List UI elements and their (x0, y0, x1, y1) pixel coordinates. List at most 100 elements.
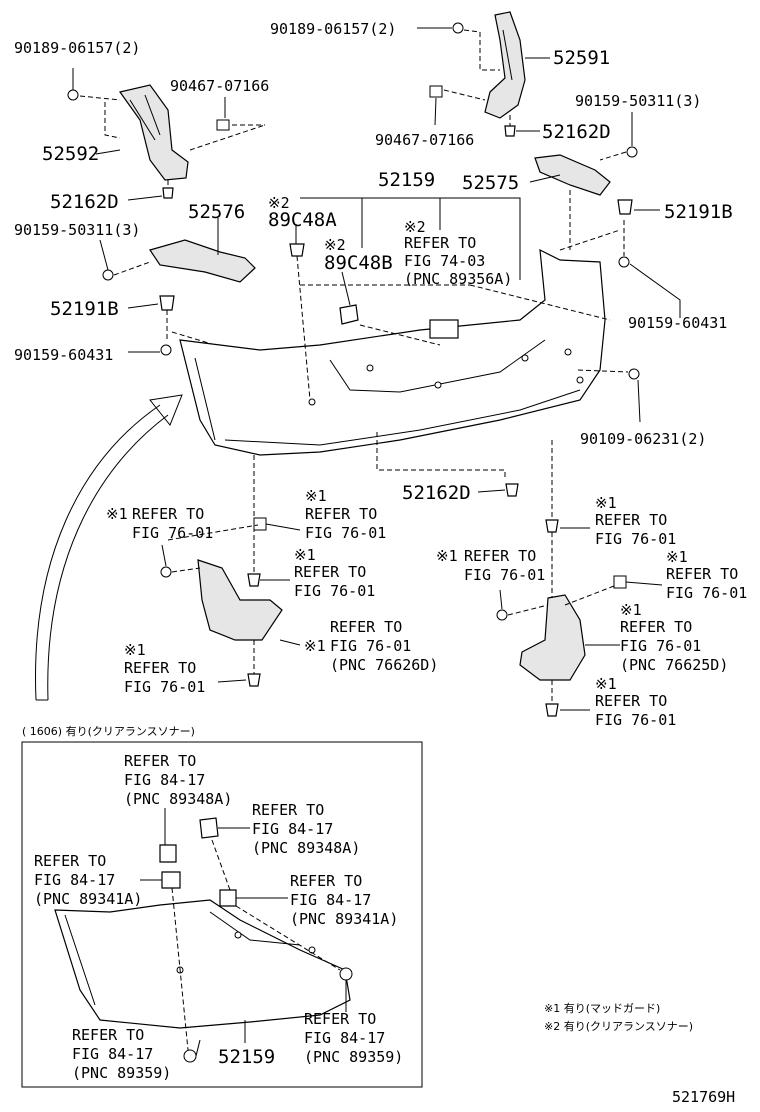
label-52575: 52575 (462, 172, 519, 194)
diagram-id: 521769H (672, 1088, 735, 1106)
inset-sensor-e (183, 1049, 197, 1063)
mudguard-right (519, 594, 586, 681)
inset-ref-a-l1: REFER TO (124, 752, 196, 770)
inset-ref-b-l1: REFER TO (252, 801, 324, 819)
label-90159-50311-left: 90159-50311(3) (14, 221, 140, 239)
inset-bracket-d (219, 889, 237, 907)
inset-ref-e-l3: (PNC 89359) (304, 1048, 403, 1066)
inset-ref-c-l1: REFER TO (34, 852, 106, 870)
ref-7601-d-l2: FIG 76-01 (330, 637, 411, 655)
mark-m1-7601-b: ※1 (305, 487, 327, 505)
label-52162D-c: 52162D (402, 482, 471, 504)
label-52162D-a: 52162D (50, 191, 119, 213)
screw-90159-50311-left (102, 269, 114, 281)
mark-m1-7601-i: ※1 (620, 601, 642, 619)
clip-mudguard-left-c (247, 573, 261, 587)
ref-7601-g-l1: REFER TO (464, 547, 536, 565)
inset-ref-e-l2: FIG 84-17 (304, 1029, 385, 1047)
label-90109: 90109-06231(2) (580, 430, 706, 448)
legend-mark-2: ※2 有り(クリアランスソナー) (544, 1019, 693, 1033)
view-direction-arrow (35, 394, 183, 701)
ref-7601-e-l2: FIG 76-01 (124, 678, 205, 696)
mark-m1-7601-e: ※1 (124, 641, 146, 659)
screw-90189-right (452, 22, 464, 34)
label-52591: 52591 (553, 47, 610, 69)
inset-sensor-b (199, 817, 219, 839)
ref-7601-h-l2: FIG 76-01 (666, 584, 747, 602)
ref-7601-i-l1: REFER TO (620, 618, 692, 636)
sensor-89C48A (289, 243, 305, 257)
bracket-52575 (534, 154, 611, 196)
label-52191B-right: 52191B (664, 201, 733, 223)
clip-mudguard-right-c (613, 575, 627, 589)
inset-frame (21, 741, 423, 1088)
ref-7601-f-l2: FIG 76-01 (595, 530, 676, 548)
ref-7601-c-l1: REFER TO (294, 563, 366, 581)
inset-ref-b-l2: FIG 84-17 (252, 820, 333, 838)
inset-sensor-a (159, 844, 177, 863)
ref-7601-b-l1: REFER TO (305, 505, 377, 523)
clip-90467-left (216, 119, 230, 131)
clip-52191B-right (617, 199, 633, 215)
screw-90159-60431-left (160, 344, 172, 356)
clip-52162D-a (162, 187, 174, 199)
mark-m1-7601-g: ※1 (436, 547, 458, 565)
label-52592: 52592 (42, 143, 99, 165)
inset-bumper-52159 (54, 899, 351, 1029)
ref-7403-l2: FIG 74-03 (404, 252, 485, 270)
ref-7601-a-l1: REFER TO (132, 505, 204, 523)
clip-52162D-c (505, 483, 519, 497)
mark-m2-89C48A: ※2 (268, 194, 290, 212)
ref-7601-h-l1: REFER TO (666, 565, 738, 583)
mark-m1-7601-d: ※1 (304, 637, 326, 655)
screw-90189-left (67, 89, 79, 101)
label-89C48B: 89C48B (324, 252, 393, 274)
ref-7601-f-l1: REFER TO (595, 511, 667, 529)
clip-52162D-b (504, 125, 516, 137)
bracket-52576 (149, 239, 256, 283)
ref-7601-d-l1: REFER TO (330, 618, 402, 636)
mark-m1-7601-a: ※1 (106, 505, 128, 523)
clip-mudguard-left-a (253, 517, 267, 531)
screw-90109 (628, 368, 640, 380)
label-89C48A: 89C48A (268, 209, 337, 231)
label-90159-50311-right: 90159-50311(3) (575, 92, 701, 110)
bracket-52591 (484, 11, 526, 119)
label-90467-left: 90467-07166 (170, 77, 269, 95)
clip-mudguard-right-a (545, 519, 559, 533)
mark-m1-7601-f: ※1 (595, 494, 617, 512)
inset-sensor-f (339, 967, 353, 981)
ref-7601-j-l2: FIG 76-01 (595, 711, 676, 729)
label-90159-60431-left: 90159-60431 (14, 346, 113, 364)
inset-ref-b-l3: (PNC 89348A) (252, 839, 360, 857)
inset-ref-c-l2: FIG 84-17 (34, 871, 115, 889)
mark-m1-7601-h: ※1 (666, 548, 688, 566)
ref-7403-l1: REFER TO (404, 234, 476, 252)
clip-52191B-left (159, 295, 175, 311)
screw-90159-50311-right (626, 146, 638, 158)
screw-mudguard-left-b (160, 566, 172, 578)
label-52159-inset: 52159 (218, 1046, 275, 1068)
label-52162D-b: 52162D (542, 121, 611, 143)
screw-mudguard-right-b (496, 609, 508, 621)
label-90467-right: 90467-07166 (375, 131, 474, 149)
sensor-89C48B (339, 304, 359, 325)
label-90189-left: 90189-06157(2) (14, 39, 140, 57)
ref-7601-i-l3: (PNC 76625D) (620, 656, 728, 674)
mark-m2-89C48B: ※2 (324, 236, 346, 254)
ref-7601-e-l1: REFER TO (124, 659, 196, 677)
bracket-52592 (118, 84, 189, 181)
label-90159-60431-right: 90159-60431 (628, 314, 727, 332)
inset-ref-f-l3: (PNC 89359) (72, 1064, 171, 1082)
inset-caption: ( 1606) 有り(クリアランスソナー) (22, 724, 195, 738)
ref-7601-g-l2: FIG 76-01 (464, 566, 545, 584)
inset-ref-d-l3: (PNC 89341A) (290, 910, 398, 928)
inset-ref-d-l2: FIG 84-17 (290, 891, 371, 909)
inset-ref-e-l1: REFER TO (304, 1010, 376, 1028)
bumper-cover-52159 (179, 248, 606, 456)
inset-bracket-c (161, 871, 181, 889)
mudguard-left (197, 559, 283, 641)
clip-90467-right (429, 85, 443, 98)
mark-m1-7601-c: ※1 (294, 546, 316, 564)
